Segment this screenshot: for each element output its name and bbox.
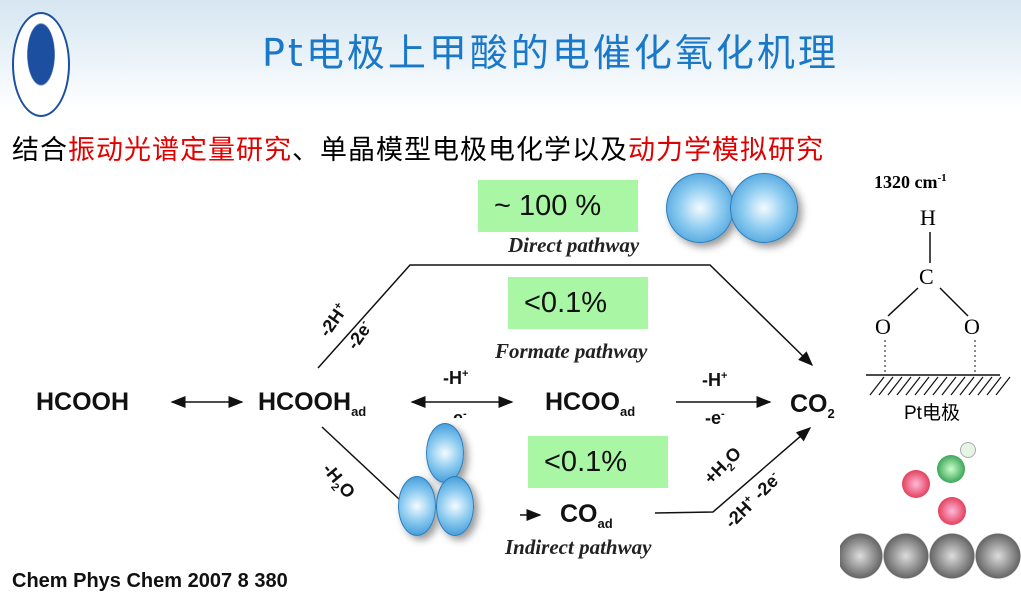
electrode-label: Pt电极: [904, 403, 960, 424]
hatch-line: [905, 376, 921, 396]
hatch-line: [977, 376, 993, 396]
hatch-line: [914, 376, 930, 396]
atom-ball: [426, 423, 464, 483]
model-atom-white: [960, 442, 976, 458]
atom-o-left: O: [875, 314, 891, 339]
university-logo: [12, 12, 70, 117]
hatch-line: [986, 376, 1002, 396]
atom-ball: [730, 173, 798, 243]
percent-direct: ~ 100 %: [478, 180, 638, 232]
reaction-arrows: [170, 232, 1011, 521]
species-hcooh: HCOOH: [36, 388, 130, 416]
atom-ball: [398, 476, 436, 536]
model-atom-red: [902, 470, 930, 498]
label-minus-h-1: -H+: [443, 368, 469, 388]
hatch-line: [950, 376, 966, 396]
hatch-line: [869, 376, 885, 396]
hatch-line: [932, 376, 948, 396]
hatch-line: [959, 376, 975, 396]
label-minus-e-1: -e-: [447, 408, 467, 418]
hatch-line: [941, 376, 957, 396]
header-background: [0, 0, 1021, 110]
species-hcoo-ad: HCOOad: [545, 388, 636, 419]
hatch-line: [923, 376, 939, 396]
subtitle: 结合振动光谱定量研究、单晶模型电极电化学以及动力学模拟研究: [12, 135, 824, 166]
hatch-line: [968, 376, 984, 396]
species-hcooh-ad: HCOOHad: [258, 388, 367, 419]
percent-indirect: <0.1%: [528, 436, 668, 488]
atom-c: C: [919, 264, 934, 289]
formate-pathway-label: Formate pathway: [495, 339, 648, 363]
reference-citation: Chem Phys Chem 2007 8 380: [12, 570, 288, 592]
atom-ball: [436, 476, 474, 536]
hatch-line: [878, 376, 894, 396]
direct-pathway-label: Direct pathway: [508, 233, 640, 257]
atom-ball: [666, 173, 734, 243]
page-title: Pt电极上甲酸的电催化氧化机理: [262, 31, 839, 75]
indirect-pathway-label: Indirect pathway: [505, 535, 652, 559]
pt-surface-atoms: [840, 532, 1021, 580]
species-co2: CO2: [790, 390, 835, 421]
hatch-line: [995, 376, 1011, 396]
hatch-line: [896, 376, 912, 396]
label-minus-e-2: -e-: [705, 408, 725, 428]
atom-o-right: O: [964, 314, 980, 339]
wavenumber-label: 1320 cm-1: [874, 172, 947, 192]
percent-formate: <0.1%: [508, 277, 648, 329]
model-atom-green: [937, 455, 965, 483]
hatch-line: [887, 376, 903, 396]
atom-h: H: [920, 205, 936, 230]
label-minus-h-2: -H+: [702, 370, 728, 390]
model-atom-red: [938, 497, 966, 525]
species-co-ad: COad: [560, 500, 613, 531]
